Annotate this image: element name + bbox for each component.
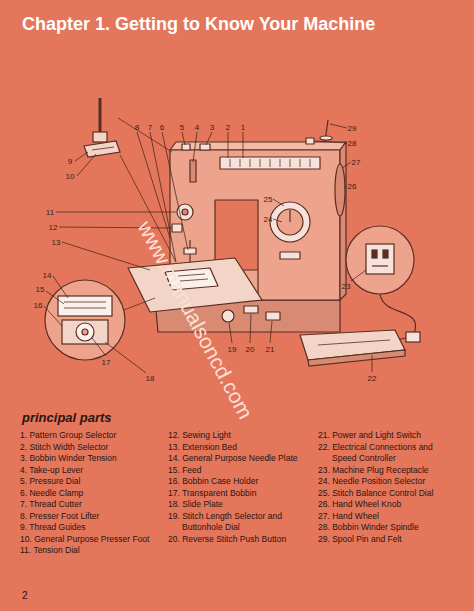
callout-number: 3 — [210, 123, 214, 132]
parts-column: 12. Sewing Light13. Extension Bed14. Gen… — [168, 430, 302, 545]
callout-number: 20 — [246, 345, 255, 354]
parts-list-item: 13. Extension Bed — [168, 442, 302, 454]
callout-number: 19 — [228, 345, 237, 354]
callout-number: 9 — [68, 157, 72, 166]
callout-number: 21 — [266, 345, 275, 354]
parts-list-item: 5. Pressure Dial — [20, 476, 160, 488]
callout-number: 11 — [46, 208, 54, 217]
parts-list-item: 21. Power and Light Switch — [318, 430, 458, 442]
parts-list-item: 2. Stitch Width Selector — [20, 442, 160, 454]
parts-column: 21. Power and Light Switch22. Electrical… — [318, 430, 458, 545]
parts-list-item: 23. Machine Plug Receptacle — [318, 465, 458, 477]
callout-number: 27 — [352, 158, 361, 167]
callout-number: 18 — [146, 374, 155, 383]
parts-list-item: 18. Slide Plate — [168, 499, 302, 511]
parts-list-item: 3. Bobbin Winder Tension — [20, 453, 160, 465]
parts-list-item: 7. Thread Cutter — [20, 499, 160, 511]
callout-number: 28 — [348, 139, 357, 148]
callout-number: 15 — [36, 285, 45, 294]
section-heading: principal parts — [22, 410, 112, 425]
callout-number: 17 — [102, 358, 111, 367]
machine-body — [128, 120, 346, 332]
callout-number: 29 — [348, 124, 357, 133]
parts-list-item: 16. Bobbin Case Holder — [168, 476, 302, 488]
callout-number: 14 — [43, 271, 52, 280]
parts-list-item: 28. Bobbin Winder Spindle — [318, 522, 458, 534]
parts-list-item: 22. Electrical Connections and Speed Con… — [318, 442, 458, 465]
callout-number: 12 — [49, 223, 58, 232]
callout-number: 4 — [195, 123, 199, 132]
parts-column: 1. Pattern Group Selector2. Stitch Width… — [20, 430, 160, 557]
parts-list-item: 12. Sewing Light — [168, 430, 302, 442]
callout-number: 6 — [160, 123, 164, 132]
parts-list-item: 27. Hand Wheel — [318, 511, 458, 523]
callout-number: 22 — [368, 374, 377, 383]
callout-number: 24 — [264, 215, 273, 224]
bobbin-inset — [45, 280, 155, 360]
parts-list-item: 24. Needle Position Selector — [318, 476, 458, 488]
callout-number: 16 — [34, 301, 43, 310]
parts-list-item: 26. Hand Wheel Knob — [318, 499, 458, 511]
callout-number: 23 — [342, 282, 351, 291]
chapter-title: Chapter 1. Getting to Know Your Machine — [22, 14, 375, 35]
parts-list-item: 10. General Purpose Presser Foot — [20, 534, 160, 546]
plug-receptacle-inset — [346, 226, 414, 294]
callout-number: 26 — [348, 182, 357, 191]
parts-list-item: 17. Transparent Bobbin — [168, 488, 302, 500]
parts-list-item: 1. Pattern Group Selector — [20, 430, 160, 442]
parts-list-item: 6. Needle Clamp — [20, 488, 160, 500]
parts-list-item: 29. Spool Pin and Felt — [318, 534, 458, 546]
foot-controller — [300, 294, 420, 366]
callout-number: 7 — [148, 123, 152, 132]
callout-number: 8 — [135, 123, 139, 132]
callout-number: 2 — [226, 123, 230, 132]
parts-list-item: 9. Thread Guides — [20, 522, 160, 534]
parts-list-item: 25. Stitch Balance Control Dial — [318, 488, 458, 500]
parts-list-item: 19. Stitch Length Selector and Buttonhol… — [168, 511, 302, 534]
page-number: 2 — [22, 590, 28, 601]
callout-number: 1 — [241, 123, 245, 132]
callout-number: 5 — [180, 123, 184, 132]
parts-list-item: 15. Feed — [168, 465, 302, 477]
parts-list-item: 14. General Purpose Needle Plate — [168, 453, 302, 465]
callout-number: 13 — [52, 238, 61, 247]
parts-list-item: 8. Presser Foot Lifter — [20, 511, 160, 523]
parts-list-item: 4. Take-up Lever — [20, 465, 160, 477]
parts-list-item: 11. Tension Dial — [20, 545, 160, 557]
callout-number: 10 — [66, 172, 75, 181]
parts-list-item: 20. Reverse Stitch Push Button — [168, 534, 302, 546]
callout-number: 25 — [264, 195, 273, 204]
